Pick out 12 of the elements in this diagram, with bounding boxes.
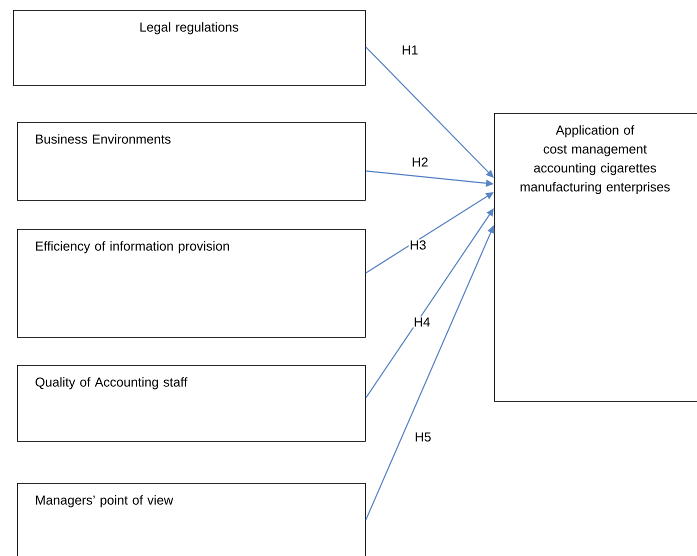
edge-label: H5	[414, 431, 432, 442]
factor-box: Business Environments	[17, 122, 366, 201]
edge-label: H4	[412, 316, 432, 328]
edge-label: H1	[400, 44, 420, 56]
edge-label: H2	[410, 156, 430, 168]
factor-box: Application of cost management accounting cigarettes manufacturing enterprises	[494, 113, 697, 402]
factor-box: Efficiency of information provision	[17, 228, 366, 338]
factor-box: Quality of Accounting staff	[17, 365, 366, 442]
factor-box: Legal regulations	[13, 10, 366, 86]
arrow	[365, 46, 494, 178]
edge-label: H3	[408, 239, 428, 251]
factor-box: Managers’ point of view	[17, 483, 366, 556]
